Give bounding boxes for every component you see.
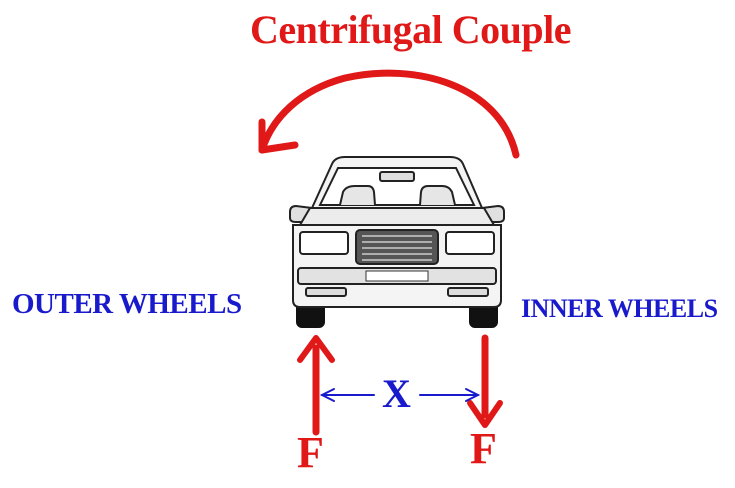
right-headlight	[446, 232, 494, 254]
license-plate	[366, 271, 428, 281]
car-front-view	[290, 157, 504, 327]
right-force-arrow	[470, 338, 500, 425]
diagram-title: Centrifugal Couple	[250, 6, 571, 53]
left-force-arrow	[300, 338, 332, 432]
left-force-label: F	[297, 427, 324, 478]
inner-wheels-label: INNER WHEELS	[521, 294, 718, 324]
x-dimension-label: X	[382, 370, 411, 417]
outer-wheels-label: OUTER WHEELS	[12, 288, 242, 321]
grille	[356, 230, 438, 264]
couple-arrow	[262, 73, 516, 155]
right-force-label: F	[470, 423, 497, 474]
left-headlight	[300, 232, 348, 254]
